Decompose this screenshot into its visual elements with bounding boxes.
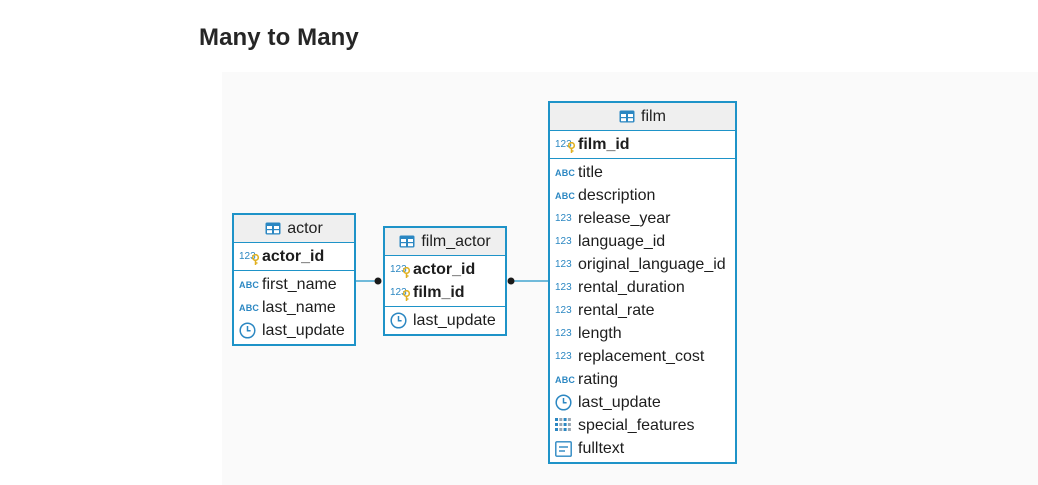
column-name: film_id	[413, 283, 465, 301]
column-name: last_name	[262, 298, 336, 316]
column-name: release_year	[578, 209, 671, 227]
clock-icon	[390, 312, 408, 329]
string-type-icon: ABC	[239, 279, 260, 290]
primary-key-number-icon: 123	[390, 263, 411, 278]
entity-name: film_actor	[421, 232, 491, 250]
column-name: film_id	[578, 135, 630, 153]
entity-header: film_actor	[385, 228, 505, 256]
entity-header: film	[550, 103, 735, 131]
entity-name: actor	[287, 219, 323, 237]
table-icon	[619, 110, 635, 123]
number-type-icon: 123	[555, 259, 572, 270]
column-name: rental_rate	[578, 301, 655, 319]
primary-key-number-icon: 123	[239, 250, 260, 265]
table-icon	[399, 235, 415, 248]
column-name: length	[578, 324, 622, 342]
number-type-icon: 123	[555, 213, 572, 224]
column-name: actor_id	[262, 247, 325, 265]
attribute-column[interactable]: 123 replacement_cost	[550, 345, 735, 368]
attribute-column[interactable]: 123 original_language_id	[550, 253, 735, 276]
key-icon	[402, 289, 411, 305]
column-name: fulltext	[578, 439, 625, 457]
attribute-column[interactable]: 123 rental_duration	[550, 276, 735, 299]
attribute-column[interactable]: 123 release_year	[550, 207, 735, 230]
number-type-icon: 123	[555, 236, 572, 247]
string-type-icon: ABC	[239, 302, 260, 313]
primary-key-number-icon: 123	[390, 286, 411, 301]
column-name: rental_duration	[578, 278, 685, 296]
clock-icon	[555, 394, 573, 411]
attribute-column[interactable]: 123 length	[550, 322, 735, 345]
column-name: actor_id	[413, 260, 476, 278]
attribute-column[interactable]: fulltext	[550, 437, 735, 460]
column-name: last_update	[262, 321, 345, 339]
page-title: Many to Many	[199, 24, 359, 51]
column-name: replacement_cost	[578, 347, 705, 365]
key-icon	[567, 141, 576, 157]
column-name: title	[578, 163, 603, 181]
entity-header: actor	[234, 215, 354, 243]
key-icon	[402, 266, 411, 282]
string-type-icon: ABC	[555, 190, 576, 201]
string-type-icon: ABC	[555, 374, 576, 385]
entity-name: film	[641, 107, 666, 125]
column-name: last_update	[578, 393, 661, 411]
array-type-icon	[555, 418, 573, 433]
attribute-section: last_update	[385, 307, 505, 334]
attribute-column[interactable]: 123 language_id	[550, 230, 735, 253]
number-type-icon: 123	[555, 351, 572, 362]
column-name: special_features	[578, 416, 695, 434]
string-type-icon: ABC	[555, 167, 576, 178]
number-type-icon: 123	[555, 282, 572, 293]
key-icon	[251, 253, 260, 269]
attribute-column[interactable]: last_update	[234, 319, 354, 342]
column-name: rating	[578, 370, 619, 388]
attribute-column[interactable]: 123 rental_rate	[550, 299, 735, 322]
attribute-column[interactable]: last_update	[385, 309, 505, 332]
number-type-icon: 123	[555, 305, 572, 316]
attribute-column[interactable]: special_features	[550, 414, 735, 437]
attribute-column[interactable]: last_update	[550, 391, 735, 414]
number-type-icon: 123	[555, 328, 572, 339]
column-name: original_language_id	[578, 255, 726, 273]
column-name: description	[578, 186, 656, 204]
text-type-icon	[555, 440, 573, 457]
primary-key-number-icon: 123	[555, 138, 576, 153]
column-name: language_id	[578, 232, 666, 250]
column-name: last_update	[413, 311, 496, 329]
column-name: first_name	[262, 275, 337, 293]
table-icon	[265, 222, 281, 235]
clock-icon	[239, 322, 257, 339]
